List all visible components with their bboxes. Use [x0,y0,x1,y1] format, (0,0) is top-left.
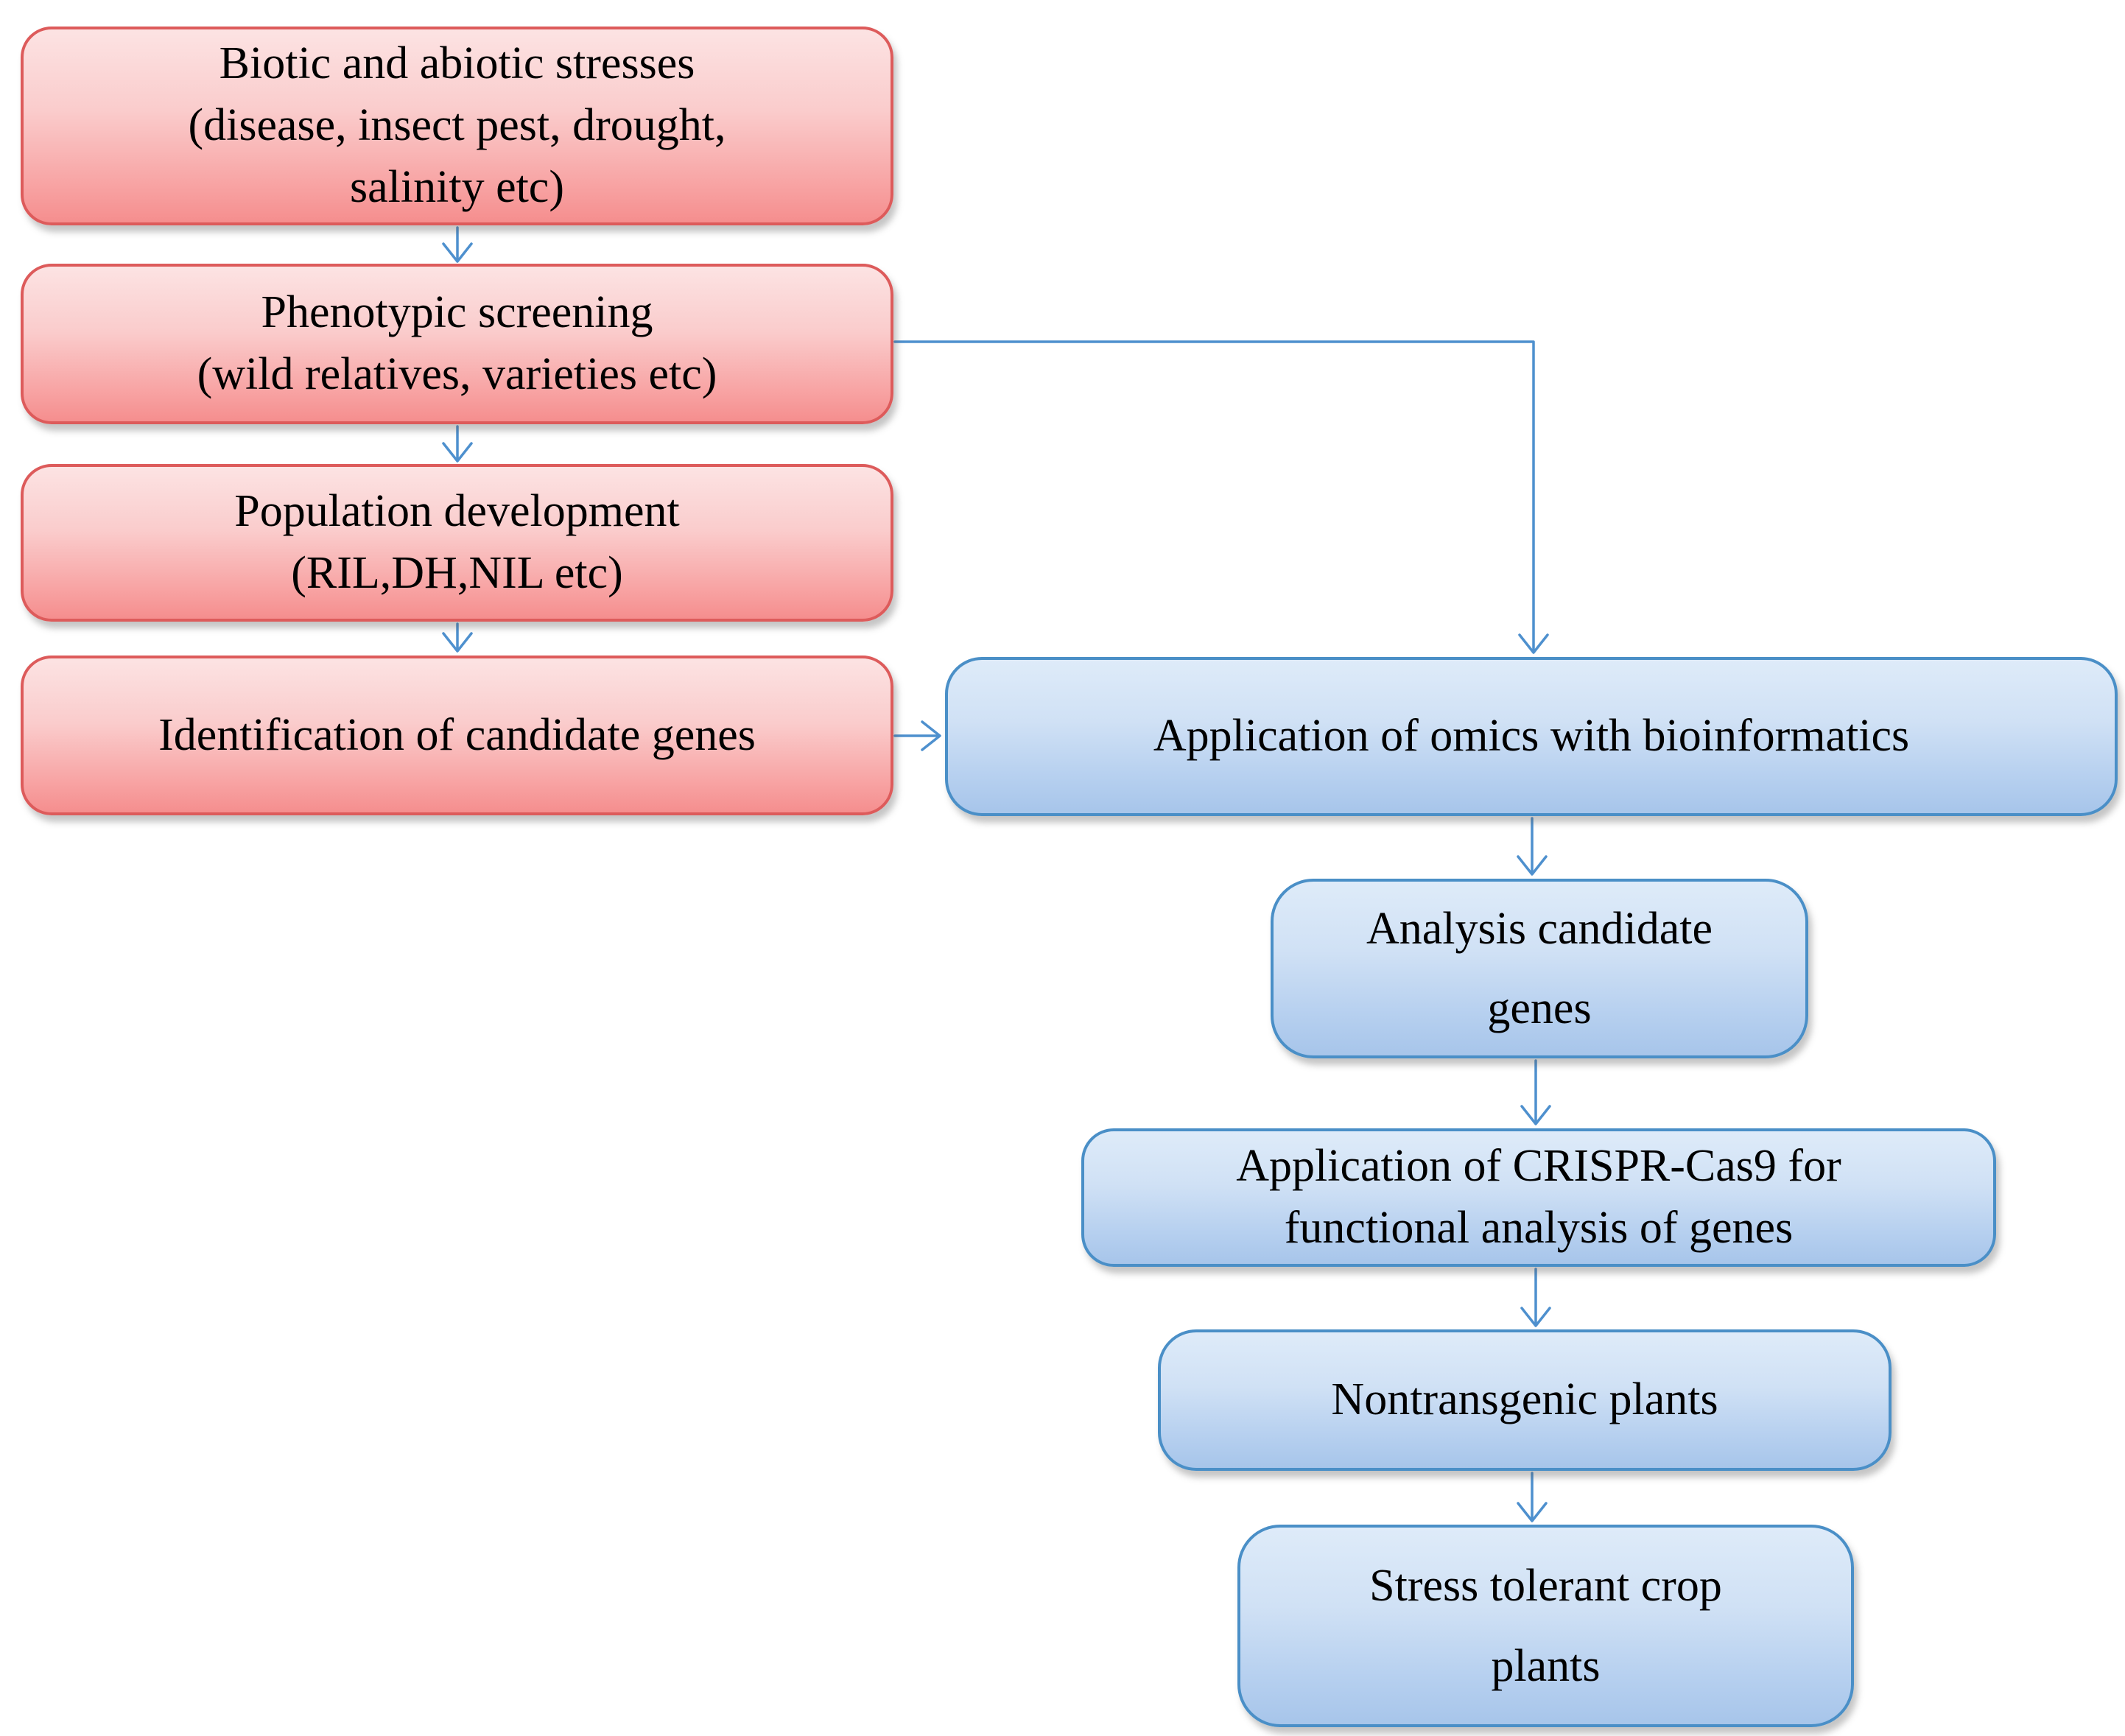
node-population-development: Population development (RIL,DH,NIL etc) [21,464,893,622]
arrow-phenotypic-to-population [442,425,473,463]
arrow-phenotypic-to-omics-elbow [893,340,1549,654]
node-text-line: Identification of candidate genes [158,709,756,760]
node-text-line: Analysis candidate [1366,903,1713,954]
node-biotic-abiotic-stresses: Biotic and abiotic stresses (disease, in… [21,27,893,225]
node-text-line: (disease, insect pest, drought, [188,100,726,151]
node-text-line: (RIL,DH,NIL etc) [291,548,623,598]
node-text-line: Stress tolerant crop [1369,1561,1722,1611]
node-text-line: genes [1487,983,1592,1033]
node-text-line: salinity etc) [350,161,564,212]
node-text-line: Nontransgenic plants [1331,1374,1718,1425]
node-text-line: plants [1491,1640,1601,1691]
node-text-line: Population development [234,486,680,537]
node-text-line: Phenotypic screening [261,287,653,338]
arrow-identification-to-omics [893,720,941,751]
node-stress-tolerant-crop-plants: Stress tolerant crop plants [1237,1525,1854,1727]
arrow-analysis-to-crispr [1520,1059,1551,1125]
node-text-line: Biotic and abiotic stresses [219,38,695,89]
arrow-stresses-to-phenotypic [442,226,473,263]
node-text-line: functional analysis of genes [1284,1203,1794,1253]
arrow-nontransgenic-to-stresstolerant [1517,1472,1548,1522]
node-crispr-cas9-functional-analysis: Application of CRISPR-Cas9 for functiona… [1081,1128,1996,1267]
node-identification-of-candidate-genes: Identification of candidate genes [21,656,893,815]
arrow-omics-to-analysis [1517,817,1548,876]
node-application-of-omics-with-bioinformatics: Application of omics with bioinformatics [945,657,2118,816]
node-analysis-candidate-genes: Analysis candidate genes [1271,879,1808,1058]
arrow-population-to-identification [442,622,473,653]
node-nontransgenic-plants: Nontransgenic plants [1158,1329,1892,1471]
arrow-crispr-to-nontransgenic [1520,1268,1551,1327]
node-phenotypic-screening: Phenotypic screening (wild relatives, va… [21,264,893,424]
node-text-line: Application of CRISPR-Cas9 for [1236,1141,1841,1192]
node-text-line: Application of omics with bioinformatics [1153,711,1910,762]
node-text-line: (wild relatives, varieties etc) [197,349,717,399]
